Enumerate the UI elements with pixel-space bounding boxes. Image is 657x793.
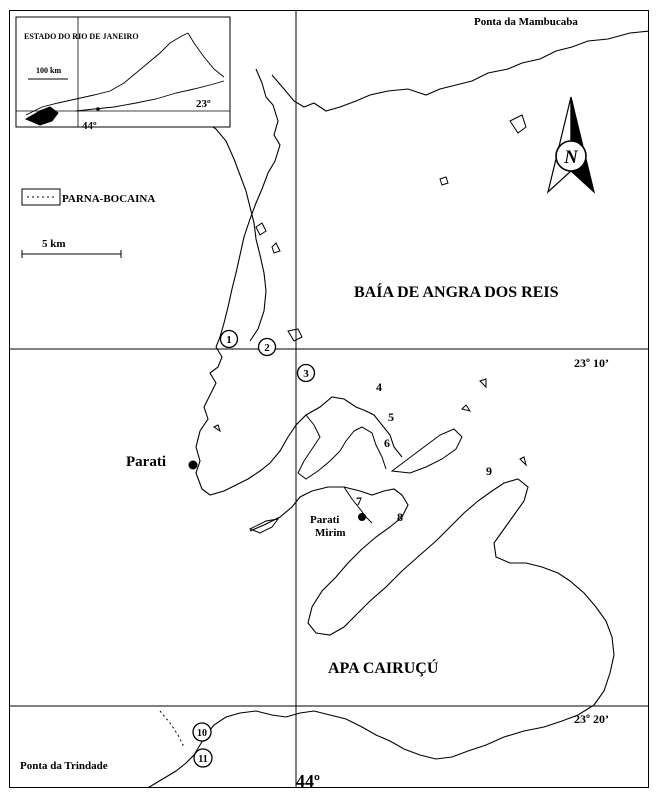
site-11-label: 11	[198, 754, 207, 765]
inset-lon-label: 44º	[82, 120, 97, 132]
inset-study-area-marker	[24, 106, 59, 126]
western-shoreline	[189, 106, 267, 342]
southern-coastline	[148, 704, 595, 787]
northern-bay-arm	[297, 414, 387, 480]
legend-swatch	[21, 188, 61, 206]
label-apa-cairucu: APA CAIRUÇÚ	[328, 658, 439, 677]
site-10: 10	[192, 722, 212, 742]
label-baia-angra: BAÍA DE ANGRA DOS REIS	[354, 282, 559, 301]
northern-coastline	[215, 30, 648, 348]
label-lon-44: 44º	[296, 771, 320, 788]
site-7-label: 7	[356, 494, 362, 508]
inset-scale-label: 100 km	[36, 66, 61, 75]
legend: PARNA-BOCAINA	[21, 188, 155, 206]
site-2: 2	[257, 337, 277, 357]
site-1-label: 1	[226, 334, 232, 346]
scale-bar-label: 5 km	[42, 238, 66, 250]
label-parati: Parati	[126, 454, 166, 470]
inset-title: ESTADO DO RIO DE JANEIRO	[24, 32, 139, 41]
parati-mirim-river	[343, 486, 373, 524]
site-5-label: 5	[388, 410, 394, 424]
site-10-label: 10	[197, 728, 207, 739]
site-9-label: 9	[486, 464, 492, 478]
label-ponta-mambucaba: Ponta da Mambucaba	[474, 16, 578, 28]
parati-town-dot	[188, 460, 198, 470]
parati-mirim-shoreline	[249, 478, 615, 706]
site-4-label: 4	[376, 380, 382, 394]
label-parati-mirim-1: Parati	[310, 514, 339, 526]
label-lat-23-10: 23º 10’	[574, 356, 609, 370]
parati-mirim-dot	[358, 513, 366, 521]
inset-coastline	[75, 80, 225, 112]
label-parati-mirim-2: Mirim	[315, 527, 346, 539]
site-6-label: 6	[384, 436, 390, 450]
parna-bocaina-boundary	[159, 710, 185, 748]
site-8-label: 8	[397, 510, 403, 524]
north-arrow: N	[546, 96, 596, 194]
site-3: 3	[296, 363, 316, 383]
north-arrow-circle	[555, 140, 587, 172]
label-ponta-trindade: Ponta da Trindade	[20, 760, 108, 772]
inset-lat-label: 23º	[196, 98, 211, 110]
legend-label: PARNA-BOCAINA	[62, 193, 155, 205]
study-area-map: ESTADO DO RIO DE JANEIRO 100 km 23º 44º …	[9, 10, 649, 788]
inset-map: ESTADO DO RIO DE JANEIRO 100 km 23º 44º	[15, 16, 231, 132]
site-11: 11	[193, 748, 213, 768]
north-arrow-letter: N	[563, 147, 579, 168]
site-2-label: 2	[264, 342, 270, 354]
site-3-label: 3	[303, 368, 309, 380]
scale-bar: 5 km	[21, 238, 122, 258]
island-group	[213, 114, 527, 534]
map-canvas: ESTADO DO RIO DE JANEIRO 100 km 23º 44º …	[10, 11, 648, 788]
inset-city-dot	[96, 107, 100, 111]
site-1: 1	[219, 329, 239, 349]
label-lat-23-20: 23º 20’	[574, 712, 609, 726]
parati-coastline	[195, 346, 403, 496]
inset-state-outline	[25, 32, 225, 116]
